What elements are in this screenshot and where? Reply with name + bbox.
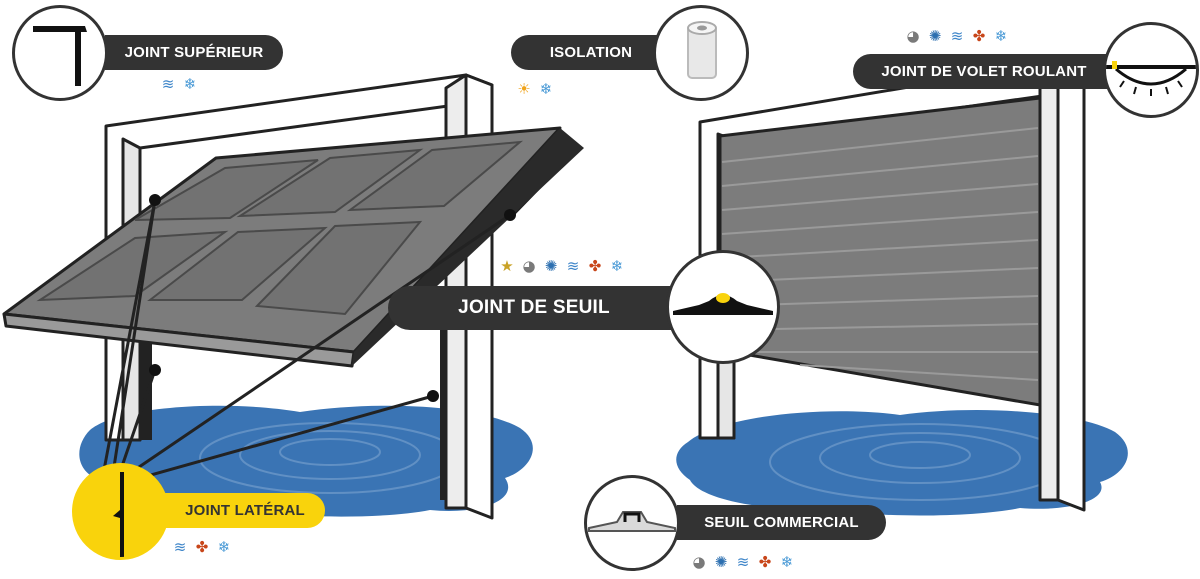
roller-shutter-seal-icon <box>1106 61 1196 96</box>
water-splash-icon: ✺ <box>544 257 558 275</box>
joint-superieur-label: JOINT SUPÉRIEUR <box>105 35 283 70</box>
snowflake-icon: ❄ <box>217 538 231 556</box>
commercial-threshold-profile-icon <box>588 511 676 532</box>
joint-lateral-bubble <box>72 463 169 560</box>
joint-lateral-label: JOINT LATÉRAL <box>165 493 325 528</box>
isolation-bubble <box>653 5 749 101</box>
threshold-seal-profile-icon <box>673 293 773 315</box>
right-water-puddle <box>676 410 1128 516</box>
isolation-icons: ☀ ❄ <box>516 81 554 97</box>
snowflake-icon: ❄ <box>183 75 197 93</box>
star-icon: ★ <box>500 257 514 275</box>
mouse-icon: ◕ <box>522 257 536 275</box>
joint-volet-roulant-label: JOINT DE VOLET ROULANT <box>853 54 1115 89</box>
side-seal-profile-icon <box>113 472 124 557</box>
wind-icon: ≋ <box>161 75 175 93</box>
right-rolling-door-panel <box>718 96 1042 407</box>
joint-superieur-icons: ≋ ❄ <box>160 76 198 92</box>
joint-superieur-bubble <box>12 5 108 101</box>
wind-icon: ≋ <box>950 27 964 45</box>
wind-icon: ≋ <box>566 257 580 275</box>
seuil-commercial-label: SEUIL COMMERCIAL <box>677 505 886 540</box>
leaf-icon: ✤ <box>588 257 602 275</box>
wind-icon: ≋ <box>173 538 187 556</box>
water-splash-icon: ✺ <box>714 553 728 571</box>
joint-volet-roulant-bubble <box>1103 22 1199 118</box>
left-tilt-door-panel <box>2 126 584 368</box>
pointer-dots <box>149 194 516 402</box>
mouse-icon: ◕ <box>692 553 706 571</box>
joint-de-seuil-bubble <box>666 250 780 364</box>
snowflake-icon: ❄ <box>780 553 794 571</box>
top-seal-profile-icon <box>33 26 87 86</box>
mouse-icon: ◕ <box>906 27 920 45</box>
insulation-roll-icon <box>687 21 717 79</box>
snowflake-icon: ❄ <box>539 80 553 98</box>
snowflake-icon: ❄ <box>610 257 624 275</box>
leaf-icon: ✤ <box>972 27 986 45</box>
leaf-icon: ✤ <box>195 538 209 556</box>
seuil-commercial-icons: ◕ ✺ ≋ ✤ ❄ <box>691 554 795 570</box>
joint-de-seuil-label: JOINT DE SEUIL <box>388 286 680 330</box>
joint-volet-roulant-icons: ◕ ✺ ≋ ✤ ❄ <box>905 28 1009 44</box>
sun-icon: ☀ <box>517 80 531 98</box>
snowflake-icon: ❄ <box>994 27 1008 45</box>
joint-de-seuil-icons: ★ ◕ ✺ ≋ ✤ ❄ <box>499 258 625 274</box>
wind-icon: ≋ <box>736 553 750 571</box>
seuil-commercial-bubble <box>584 475 680 571</box>
leaf-icon: ✤ <box>758 553 772 571</box>
joint-lateral-icons: ≋ ✤ ❄ <box>172 539 232 555</box>
isolation-label: ISOLATION <box>511 35 671 70</box>
water-splash-icon: ✺ <box>928 27 942 45</box>
